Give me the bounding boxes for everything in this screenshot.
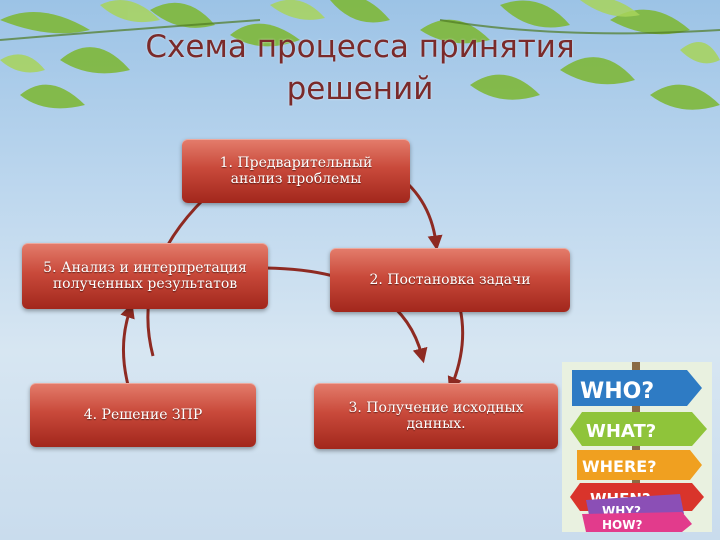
leaves-decoration (0, 0, 720, 110)
step-2-box: 2. Постановка задачи (330, 248, 570, 312)
slide-title-line-1: Схема процесса принятия (145, 29, 575, 65)
step-4-box: 4. Решение ЗПР (30, 383, 256, 447)
slide-title-line-2: решений (286, 71, 434, 107)
sign-who: WHO? (580, 379, 654, 404)
step-1-box: 1. Предварительный анализ проблемы (182, 139, 410, 203)
sign-what: WHAT? (586, 421, 656, 442)
slide-title: Схема процесса принятия решений (0, 26, 720, 110)
sign-where: WHERE? (582, 457, 657, 476)
question-signpost-image: WHO? WHAT? WHERE? WHEN? WHY? HOW? (562, 362, 712, 532)
step-5-box: 5. Анализ и интерпретация полученных рез… (22, 243, 268, 309)
arrow-2-to-3 (447, 307, 465, 392)
step-3-box: 3. Получение исходных данных. (314, 383, 558, 449)
sign-how: HOW? (602, 518, 642, 532)
arrow-4-to-5 (120, 302, 135, 386)
